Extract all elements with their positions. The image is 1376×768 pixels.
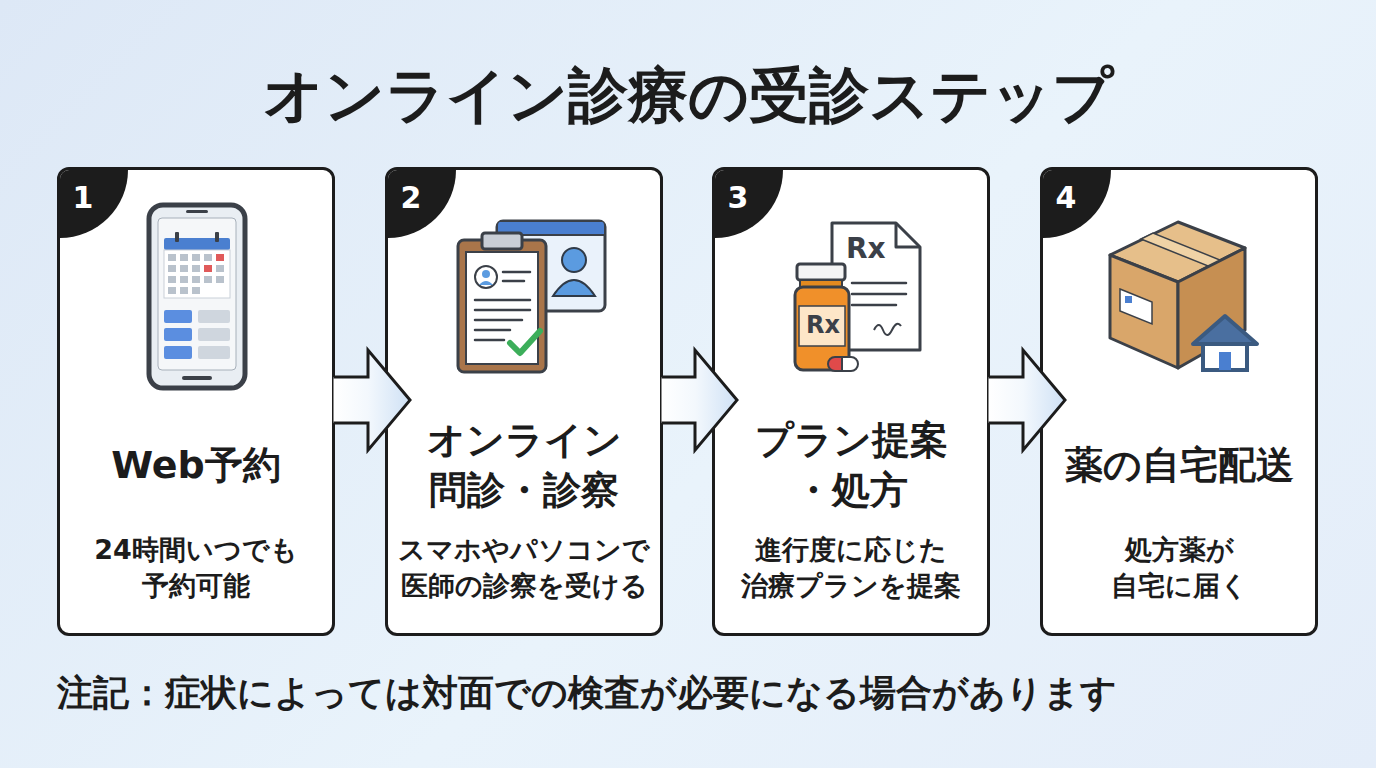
- prescription-icon-shape: [852, 283, 906, 305]
- step-description: 24時間いつでも 予約可能: [71, 532, 321, 604]
- callout-number: 4: [1043, 178, 1089, 218]
- step-number-badge: 2: [388, 170, 456, 238]
- heading-area: Web予約: [60, 415, 332, 515]
- phone-icon-shape: [164, 238, 230, 250]
- phone-icon-shape-shape: [180, 276, 188, 283]
- step-description: 進行度に応じた 治療プランを提案: [726, 532, 976, 604]
- step-heading: 薬の自宅配送: [1065, 440, 1294, 490]
- step-number-badge: 1: [60, 170, 128, 238]
- phone-icon-shape: [215, 232, 219, 242]
- callout-number: 1: [60, 178, 106, 218]
- body-area: 処方薬が 自宅に届く: [1043, 532, 1315, 604]
- prescription-icon-shape: [842, 357, 858, 371]
- phone-icon-shape-shape: [192, 254, 200, 261]
- phone-icon-shape-shape: [192, 287, 200, 294]
- heading-area: 薬の自宅配送: [1043, 415, 1315, 515]
- consult-icon-shape-shape: [503, 271, 530, 274]
- callout-number: 3: [715, 178, 761, 218]
- consult-icon-shape-shape: [503, 280, 524, 283]
- phone-icon-shape-shape: [192, 276, 200, 283]
- prescription-icon-shape: [799, 306, 845, 346]
- step-description: 処方薬が 自宅に届く: [1079, 532, 1279, 604]
- rx-symbol: Rx: [806, 309, 840, 341]
- consult-icon-shape: [482, 270, 490, 278]
- phone-icon-shape-shape: [216, 265, 224, 272]
- phone-icon-shape: [164, 310, 192, 323]
- consult-icon-shape: [553, 280, 595, 296]
- prescription-icon-shape-shape: [852, 304, 896, 307]
- step-number-badge: 4: [1043, 170, 1111, 238]
- consult-icon-shape: [479, 281, 493, 285]
- phone-icon-shape-shape: [216, 276, 224, 283]
- step-description: スマホやパソコンで 医師の診察を受ける: [393, 532, 655, 604]
- phone-icon-shape: [182, 376, 212, 380]
- phone-icon-shape-shape: [168, 287, 176, 294]
- consult-icon-shape: [510, 331, 540, 353]
- phone-icon: [149, 205, 245, 388]
- prescription-icon-shape-shape: [852, 282, 906, 285]
- prescription-icon-shape: [797, 264, 845, 280]
- phone-icon-shape-shape: [204, 254, 212, 261]
- callout-number: 2: [388, 178, 434, 218]
- step-heading: Web予約: [111, 440, 281, 490]
- phone-icon-shape: [158, 218, 236, 370]
- body-area: 進行度に応じた 治療プランを提案: [715, 532, 987, 604]
- phone-icon-shape: [164, 328, 192, 341]
- prescription-icon-shape: [874, 324, 901, 335]
- phone-icon-shape: [175, 232, 179, 242]
- phone-icon-shape: [204, 265, 212, 272]
- delivery-icon-shape: [1219, 352, 1231, 370]
- phone-icon-shape: [198, 346, 230, 359]
- consult-icon-shape: [475, 272, 530, 340]
- rx-symbol: Rx: [846, 232, 886, 266]
- prescription-icon-shape: [795, 287, 849, 370]
- phone-icon-shape-shape: [180, 254, 188, 261]
- heading-area: プラン提案 ・処方: [715, 415, 987, 515]
- heading-area: オンライン 問診・診察: [388, 415, 660, 515]
- phone-icon-shape-shape: [192, 265, 200, 272]
- consult-icon-shape-shape: [475, 299, 530, 302]
- consult-icon-shape: [475, 266, 497, 288]
- consult-icon-shape-shape: [475, 319, 522, 322]
- step-heading: プラン提案 ・処方: [731, 415, 971, 515]
- phone-icon-shape: [164, 346, 192, 359]
- consult-icon-shape: [562, 248, 586, 272]
- consult-icon-shape-shape: [475, 329, 510, 332]
- phone-icon-shape: [216, 254, 224, 261]
- phone-icon-shape-shape: [180, 287, 188, 294]
- consult-icon-shape: [458, 240, 546, 372]
- consult-icon-shape-shape: [475, 309, 530, 312]
- diagram-title: オンライン診療の受診ステップ: [0, 55, 1376, 135]
- phone-icon-shape-shape: [180, 265, 188, 272]
- prescription-icon-shape: [828, 357, 842, 371]
- phone-icon-shape: [164, 250, 230, 298]
- delivery-icon-shape: [1141, 233, 1220, 266]
- delivery-icon-shape: [1120, 289, 1152, 324]
- phone-icon-shape: [198, 328, 230, 341]
- phone-icon-shape-shape: [204, 276, 212, 283]
- phone-icon-shape: [198, 310, 230, 323]
- consult-icon-shape-shape: [475, 339, 504, 342]
- phone-icon-shape-shape: [168, 254, 176, 261]
- step-heading: オンライン 問診・診察: [404, 415, 644, 515]
- body-area: 24時間いつでも 予約可能: [60, 532, 332, 604]
- delivery-icon: [1110, 222, 1257, 370]
- footnote: 注記：症状によっては対面での検査が必要になる場合があります: [57, 670, 1117, 716]
- phone-icon-shape: [149, 205, 245, 388]
- consult-icon-shape: [482, 233, 522, 249]
- delivery-icon-shape: [1125, 296, 1132, 303]
- phone-icon-shape-shape: [168, 265, 176, 272]
- prescription-icon-shape-shape: [852, 293, 906, 296]
- phone-icon-shape: [168, 254, 224, 294]
- phone-icon-shape: [186, 210, 208, 213]
- step-number-badge: 3: [715, 170, 783, 238]
- phone-icon-shape-shape: [168, 276, 176, 283]
- body-area: スマホやパソコンで 医師の診察を受ける: [388, 532, 660, 604]
